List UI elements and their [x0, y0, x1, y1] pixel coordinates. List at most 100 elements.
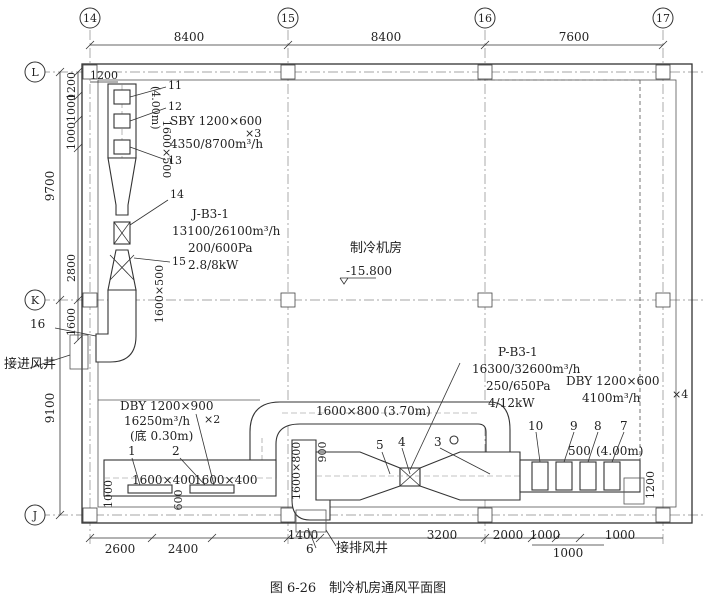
main-duct-size: 1600×800 (3.70m) [316, 404, 431, 418]
room-elevation: -15.800 [346, 264, 392, 278]
supply-duct-system: 11 12 13 14 15 16 接进风井 1600×500 1600×500 [4, 79, 186, 372]
sby-annotation: SBY 1200×600 (4.00m) ×3 4350/8700m³/h [149, 86, 263, 151]
inner-wall [97, 79, 677, 508]
sby-outlet-12 [113, 113, 131, 129]
exhaust-duct-system: 1200 [103, 401, 657, 533]
grid-bubble-K [24, 289, 46, 311]
tag-6: 6 [306, 542, 314, 556]
dim-bottom-2600: 2600 [105, 542, 136, 556]
tag-3: 3 [434, 435, 442, 449]
jb31-flow: 13100/26100m³/h [172, 224, 281, 238]
tag-16: 16 [30, 317, 45, 331]
duct-damper [449, 435, 459, 445]
tag-1: 1 [128, 444, 136, 458]
grid-label-16: 16 [478, 12, 492, 25]
dim-bottom-1400: 1400 [288, 528, 319, 542]
supply-duct-expander [107, 249, 137, 291]
tag-13: 13 [168, 154, 182, 167]
room-annotation: 制冷机房 -15.800 [339, 240, 402, 285]
dby-left-flow: 16250m³/h [124, 414, 190, 428]
tag-8: 8 [594, 419, 602, 433]
dby-right-size: 500 [568, 444, 591, 458]
dim-left-1000a: 1000 [65, 94, 78, 122]
dim-top-1: 8400 [174, 30, 205, 44]
outer-wall [81, 63, 693, 524]
grid-label-J: J [32, 509, 37, 522]
sby-flow: 4350/8700m³/h [170, 137, 263, 151]
column [82, 292, 98, 308]
jb31-pressure: 200/600Pa [188, 241, 253, 255]
dim-left-1000b: 1000 [65, 122, 78, 150]
right-shaft [623, 477, 645, 505]
pb31-flow: 16300/32600m³/h [472, 362, 581, 376]
grid-bubble-16 [474, 7, 496, 29]
jb31-power: 2.8/8kW [188, 258, 239, 272]
dim-left-9700: 9700 [43, 171, 57, 202]
elevation-mark [339, 277, 349, 285]
grid-bubble-J [24, 504, 46, 526]
tag-2: 2 [172, 444, 180, 458]
tag-15: 15 [172, 255, 186, 268]
duct-size-v2: 1600×500 [153, 265, 166, 323]
pb31-pressure: 250/650Pa [486, 379, 551, 393]
exhaust-shaft [295, 509, 327, 533]
dby-outlet-10 [531, 461, 549, 491]
tag-7: 7 [620, 419, 628, 433]
dim-bottom-1000a: 1000 [530, 528, 561, 542]
supply-duct-bend [95, 289, 137, 363]
tag-4: 4 [398, 435, 406, 449]
supply-duct-reducer [107, 157, 137, 216]
top-dimensions: 8400 8400 7600 1200 [85, 30, 668, 83]
column [280, 64, 296, 80]
exhaust-annotations: 1600×800 (3.70m) P-B3-1 16300/32600m³/h … [102, 345, 688, 556]
duct-size-h1: 1600×400 [132, 473, 196, 487]
dby-outlet-8 [579, 461, 597, 491]
dim-bottom-3200: 3200 [427, 528, 458, 542]
grid-bubble-L [24, 61, 46, 83]
dim-right-1200: 1200 [644, 471, 657, 499]
dim-left-9100: 9100 [43, 393, 57, 424]
tag-9: 9 [570, 419, 578, 433]
grid-label-15: 15 [281, 12, 295, 25]
sby-outlet-11 [113, 89, 131, 105]
dim-top-small: 1200 [90, 69, 118, 82]
dby-right-flow: 4100m³/h [582, 391, 641, 405]
dim-bottom-sub-1000: 1000 [553, 546, 584, 560]
grid-bubble-15 [277, 7, 299, 29]
column [655, 64, 671, 80]
dby-right-model: DBY 1200×600 [566, 374, 659, 388]
intake-shaft-label: 接进风井 [4, 356, 56, 372]
duct-size-v3: 1600×800 [290, 442, 303, 500]
columns [82, 64, 671, 523]
dim-left-1600: 1600 [65, 308, 78, 336]
grid-bubble-14 [79, 7, 101, 29]
sby-outlet-13 [113, 139, 131, 155]
dim-bottom-1000b: 1000 [605, 528, 636, 542]
dby-outlet-7 [603, 461, 621, 491]
tag-10: 10 [528, 419, 543, 433]
jb31-name: J-B3-1 [190, 207, 229, 221]
column [655, 507, 671, 523]
sby-model: SBY 1200×600 [170, 114, 262, 128]
left-dimensions: 9700 9100 1200 1000 1000 2800 1600 [43, 67, 83, 520]
dby-outlet-9 [555, 461, 573, 491]
column [280, 507, 296, 523]
dby-right-elev: (4.00m) [596, 444, 643, 458]
grid-label-14: 14 [83, 12, 97, 25]
dby-left-qty: ×2 [204, 413, 220, 426]
grid-bubble-17 [652, 7, 674, 29]
grid-bubbles: 14 15 16 17 L K J [24, 7, 674, 526]
dim-top-3: 7600 [559, 30, 590, 44]
grid-label-17: 17 [656, 12, 670, 25]
intake-shaft [69, 334, 89, 370]
column [655, 292, 671, 308]
jb31-annotation: J-B3-1 13100/26100m³/h 200/600Pa 2.8/8kW [172, 207, 281, 272]
figure-caption: 图 6-26 制冷机房通风平面图 [270, 580, 446, 596]
column [82, 507, 98, 523]
sby-elevation: (4.00m) [149, 86, 162, 130]
column [82, 64, 98, 80]
pb31-power: 4/12kW [488, 396, 535, 410]
dim-left-1200: 1200 [65, 72, 78, 100]
dim-bottom-2400: 2400 [168, 542, 199, 556]
